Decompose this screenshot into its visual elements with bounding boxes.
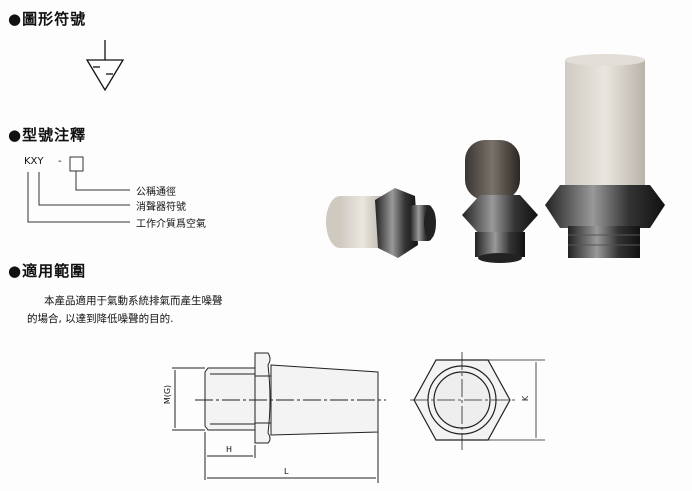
application-text-line-2: 的場合, 以達到降低噪聲的目的. [27,313,174,325]
label-muffler-symbol: 消聲器符號 [136,202,186,213]
dimension-drawing-side [172,352,386,483]
model-code-tree [27,156,130,223]
label-nominal-diameter: 公稱通徑 [136,187,176,198]
dim-thread: M(G) [163,384,173,405]
section-title-symbol: ●圖形符號 [8,10,87,28]
model-dash: - [58,156,62,167]
model-code: KXY [24,156,44,167]
product-photo [326,54,665,263]
dim-h: H [226,445,233,454]
application-text-line-1: 本產品適用于氣動系統排氣而產生噪聲 [44,295,223,307]
dimension-drawing-end [410,352,545,450]
label-medium: 工作介質爲空氣 [136,219,206,230]
dim-l: L [284,467,289,476]
section-title-application: ●適用範圍 [8,262,87,280]
dim-k: K [521,395,531,402]
muffler-symbol-icon [85,40,125,92]
section-title-model: ●型號注釋 [8,126,87,144]
